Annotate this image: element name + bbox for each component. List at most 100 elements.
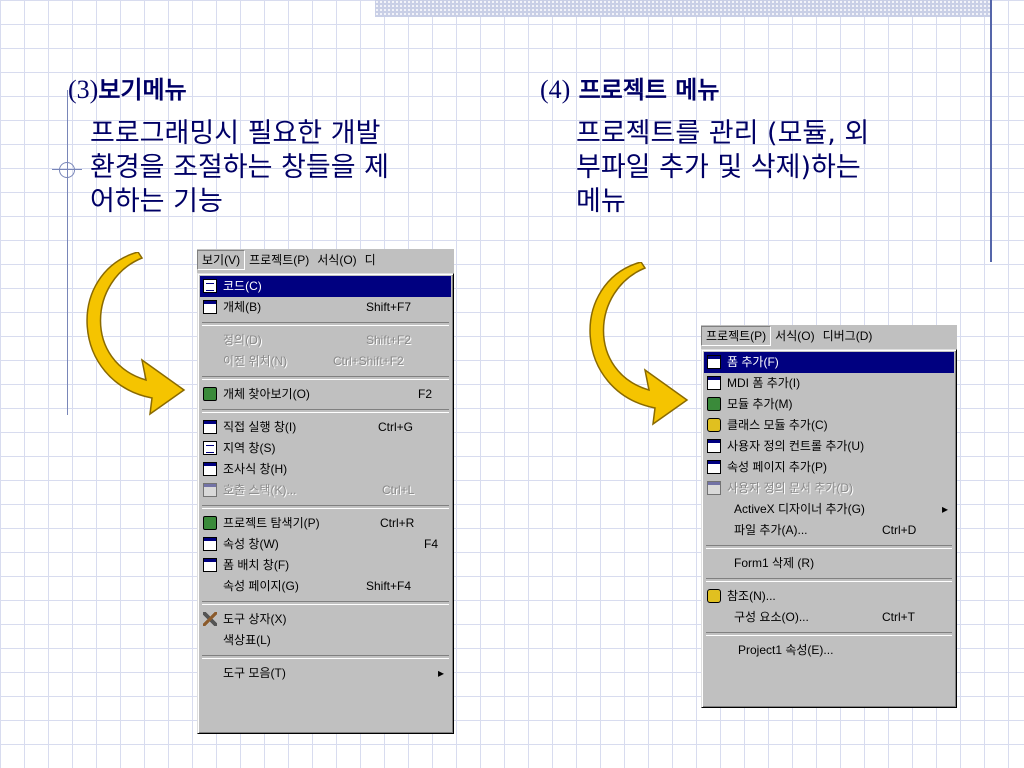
menu-item-remove-form1[interactable]: Form1 삭제 (R) [704, 553, 954, 574]
description-line: 부파일 추가 및 삭제)하는 [576, 152, 861, 183]
heading-title: 프로젝트 메뉴 [578, 76, 720, 104]
curved-arrow-right-icon [589, 262, 689, 426]
menu-item-shortcut: F4 [424, 537, 439, 551]
menu-item-color-palette[interactable]: 색상표(L) [200, 630, 451, 651]
menu-item-add-user-control[interactable]: 사용자 정의 컨트롤 추가(U) [704, 436, 954, 457]
menu-item-label: 도구 모음(T) [223, 666, 286, 680]
add-user-control-icon [707, 439, 721, 453]
menu-item-add-form[interactable]: 폼 추가(F) [704, 352, 954, 373]
menu-separator [706, 632, 952, 636]
menu-item-label: 클래스 모듈 추가(C) [727, 418, 828, 432]
menu-item-label: 폼 추가(F) [727, 355, 779, 369]
form-object-icon [203, 300, 217, 314]
menu-item-label: 개체(B) [223, 300, 262, 314]
toolbox-icon [203, 612, 217, 626]
menu-item-project-explorer[interactable]: 프로젝트 탐색기(P)Ctrl+R [200, 513, 451, 534]
menu-item-add-file[interactable]: 파일 추가(A)...Ctrl+D [704, 520, 954, 541]
menu-item-label: 사용자 정의 컨트롤 추가(U) [727, 439, 865, 453]
menubar-item-format[interactable]: 서식(O) [775, 329, 815, 343]
menu-item-label: 조사식 창(H) [223, 462, 288, 476]
view-dropdown: 코드(C) 개체(B) Shift+F7 정의(D)Shift+F2 이전 위치(… [197, 273, 454, 734]
menubar-item-debug[interactable]: 디버그(D) [822, 329, 873, 343]
menu-item-add-mdi-form[interactable]: MDI 폼 추가(I) [704, 373, 954, 394]
project-explorer-icon [203, 516, 217, 530]
menu-item-shortcut: Ctrl+Shift+F2 [333, 354, 404, 368]
menu-item-shortcut: F2 [418, 387, 433, 401]
menu-item-label: 개체 찾아보기(O) [223, 387, 310, 401]
menu-item-label: MDI 폼 추가(I) [727, 376, 801, 390]
menu-item-label: 속성 페이지 추가(P) [727, 460, 827, 474]
project-menu-heading: (4) 프로젝트 메뉴 [540, 70, 719, 105]
menu-item-call-stack[interactable]: 호출 스택(K)...Ctrl+L [200, 480, 451, 501]
menubar-item-view[interactable]: 보기(V) [197, 250, 246, 270]
menu-item-form-layout[interactable]: 폼 배치 창(F) [200, 555, 451, 576]
project-dropdown: 폼 추가(F) MDI 폼 추가(I) 모듈 추가(M) 클래스 모듈 추가(C… [701, 349, 957, 708]
locals-window-icon [203, 441, 217, 455]
menu-item-object[interactable]: 개체(B) Shift+F7 [200, 297, 451, 318]
menu-separator [202, 655, 449, 659]
menu-separator [202, 322, 449, 326]
menu-item-add-user-document[interactable]: 사용자 정의 문서 추가(D) [704, 478, 954, 499]
view-menu-description: 프로그래밍시 필요한 개발 환경을 조절하는 창들을 제 어하는 기능 [90, 117, 389, 219]
add-user-document-icon [707, 481, 721, 495]
menu-item-shortcut: Ctrl+T [882, 610, 915, 624]
watch-window-icon [203, 462, 217, 476]
code-window-icon [203, 279, 217, 293]
menubar-item-project[interactable]: 프로젝트(P) [701, 326, 772, 346]
object-browser-icon [203, 387, 217, 401]
add-form-icon [707, 355, 721, 369]
description-line: 프로젝트를 관리 (모듈, 외 [576, 118, 870, 149]
menu-item-add-class-module[interactable]: 클래스 모듈 추가(C) [704, 415, 954, 436]
menu-item-previous-position[interactable]: 이전 위치(N)Ctrl+Shift+F2 [200, 351, 451, 372]
menu-item-references[interactable]: 참조(N)... [704, 586, 954, 607]
menu-item-label: 색상표(L) [223, 633, 271, 647]
submenu-arrow-icon: ▸ [438, 666, 445, 680]
menu-item-object-browser[interactable]: 개체 찾아보기(O) F2 [200, 384, 451, 405]
menubar-item-format[interactable]: 서식(O) [317, 253, 357, 267]
menu-item-toolbox[interactable]: 도구 상자(X) [200, 609, 451, 630]
heading-number: (4) [540, 75, 571, 104]
menu-item-shortcut: Shift+F2 [366, 333, 412, 347]
menu-item-add-activex-designer[interactable]: ActiveX 디자이너 추가(G)▸ [704, 499, 954, 520]
immediate-window-icon [203, 420, 217, 434]
menu-item-shortcut: Shift+F4 [366, 579, 412, 593]
form-layout-icon [203, 558, 217, 572]
menu-item-immediate-window[interactable]: 직접 실행 창(I)Ctrl+G [200, 417, 451, 438]
menu-item-label: 속성 페이지(G) [223, 579, 299, 593]
menu-item-shortcut: Ctrl+L [382, 483, 415, 497]
add-mdi-form-icon [707, 376, 721, 390]
crosshair-ornament [52, 155, 82, 185]
menu-item-add-property-page[interactable]: 속성 페이지 추가(P) [704, 457, 954, 478]
menu-separator [706, 545, 952, 549]
left-rule-line [67, 90, 68, 415]
menu-item-shortcut: Shift+F7 [366, 300, 412, 314]
menu-item-code[interactable]: 코드(C) [200, 276, 451, 297]
menu-item-toolbars[interactable]: 도구 모음(T) ▸ [200, 663, 451, 684]
menu-item-label: 폼 배치 창(F) [223, 558, 290, 572]
menubar-item-debug[interactable]: 디 [364, 253, 376, 267]
view-menu-heading: (3)보기메뉴 [68, 70, 187, 105]
menu-item-label: 도구 상자(X) [223, 612, 287, 626]
description-line: 어하는 기능 [90, 186, 223, 217]
menu-separator [706, 578, 952, 582]
menu-item-property-pages[interactable]: 속성 페이지(G) Shift+F4 [200, 576, 451, 597]
menu-separator [202, 505, 449, 509]
menu-item-locals-window[interactable]: 지역 창(S) [200, 438, 451, 459]
add-property-page-icon [707, 460, 721, 474]
menubar: 프로젝트(P) 서식(O) 디버그(D) [701, 325, 957, 347]
menu-item-add-module[interactable]: 모듈 추가(M) [704, 394, 954, 415]
submenu-arrow-icon: ▸ [942, 502, 949, 516]
menu-item-label: 구성 요소(O)... [734, 610, 809, 624]
menubar: 보기(V) 프로젝트(P) 서식(O) 디 [197, 249, 454, 271]
menu-item-watch-window[interactable]: 조사식 창(H) [200, 459, 451, 480]
description-line: 환경을 조절하는 창들을 제 [90, 152, 389, 183]
menu-item-components[interactable]: 구성 요소(O)... Ctrl+T [704, 607, 954, 628]
menu-item-label: 모듈 추가(M) [727, 397, 793, 411]
menu-item-shortcut: Ctrl+R [380, 516, 415, 530]
menu-item-properties-window[interactable]: 속성 창(W)F4 [200, 534, 451, 555]
menu-item-definition[interactable]: 정의(D)Shift+F2 [200, 330, 451, 351]
menubar-item-project[interactable]: 프로젝트(P) [249, 253, 310, 267]
menu-item-project-properties[interactable]: Project1 속성(E)... [704, 640, 954, 661]
view-menu-screenshot: 보기(V) 프로젝트(P) 서식(O) 디 코드(C) 개체(B) Shift+F… [197, 249, 454, 734]
call-stack-icon [203, 483, 217, 497]
